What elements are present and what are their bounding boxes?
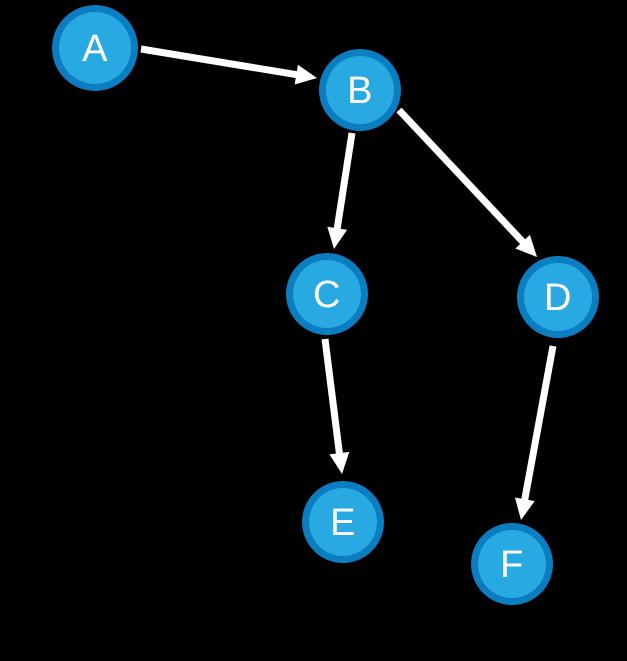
- arrowhead-icon-B-D: [515, 234, 537, 257]
- node-body: [59, 12, 131, 84]
- edge-line-D-F: [520, 345, 557, 502]
- graph-node-E[interactable]: E: [302, 481, 384, 563]
- node-label: F: [500, 544, 524, 586]
- node-label: C: [313, 274, 341, 316]
- node-label: A: [82, 28, 108, 70]
- edge-line-C-E: [321, 338, 344, 456]
- graph-node-C[interactable]: C: [286, 253, 368, 335]
- arrowhead-icon-B-C: [327, 226, 348, 249]
- node-body: [326, 56, 394, 124]
- node-label: D: [544, 277, 572, 319]
- edge-line-B-D: [396, 107, 527, 246]
- edge-line-B-C: [333, 132, 356, 231]
- edge-line-A-B: [140, 45, 299, 79]
- node-body: [309, 488, 377, 556]
- arrowhead-icon-D-F: [514, 497, 535, 520]
- node-label: B: [347, 70, 373, 112]
- graph-node-D[interactable]: D: [517, 256, 599, 338]
- node-body: [293, 260, 361, 328]
- graph-node-B[interactable]: B: [319, 49, 401, 131]
- graph-node-F[interactable]: F: [471, 523, 553, 605]
- arrowhead-icon-C-E: [329, 451, 350, 474]
- arrowhead-icon-A-B: [294, 64, 317, 85]
- node-body: [478, 530, 546, 598]
- node-body: [524, 263, 592, 331]
- node-label: E: [330, 502, 356, 544]
- graph-node-A[interactable]: A: [52, 5, 138, 91]
